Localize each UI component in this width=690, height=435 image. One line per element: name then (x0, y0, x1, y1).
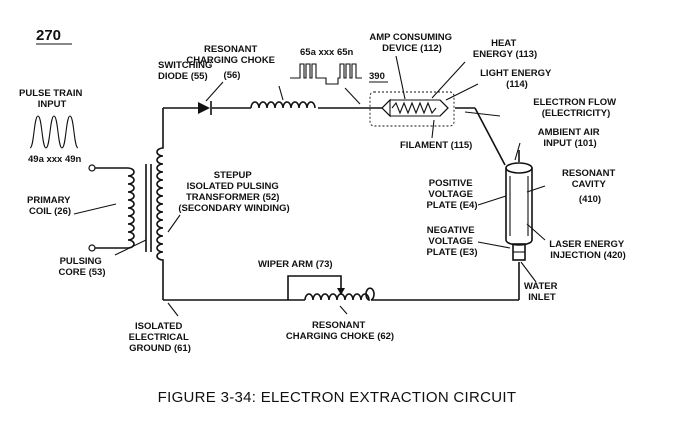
stepup-transformer-symbol (88, 140, 164, 268)
light-energy-label: LIGHT ENERGY (114) (480, 68, 554, 90)
ambient-air-label: AMBIENT AIR INPUT (101) (538, 127, 603, 149)
pulses-ref-label: 65a xxx 65n (300, 47, 354, 58)
amp-consuming-device-box (369, 91, 455, 127)
transformer-label: STEPUP ISOLATED PULSING TRANSFORMER (52)… (178, 170, 289, 214)
switching-diode-symbol (198, 101, 212, 115)
positive-plate-label: POSITIVE VOLTAGE PLATE (E4) (426, 178, 477, 211)
top-choke-coil (250, 101, 316, 109)
top-choke-label: RESONANT CHARGING CHOKE (56) (186, 44, 277, 81)
pulse-leader (344, 87, 361, 105)
resonant-cavity-cylinder (505, 150, 533, 261)
ref-390-label: 390 (369, 71, 385, 82)
filament-label: FILAMENT (115) (400, 140, 472, 151)
switching-diode-label: SWITCHING DIODE (55) (158, 60, 215, 82)
pulsing-core-label: PULSING CORE (53) (59, 256, 106, 278)
pulse-train-input-label: PULSE TRAIN INPUT (19, 88, 85, 110)
input-pulse-train (29, 115, 79, 149)
pulse-train-ref-label: 49a xxx 49n (28, 154, 82, 165)
laser-energy-label: LASER ENERGY INJECTION (420) (549, 239, 626, 261)
bottom-choke-coil (304, 287, 375, 302)
wiper-arm-symbol (287, 275, 345, 300)
leader-lines (73, 55, 546, 317)
electron-flow-label: ELECTRON FLOW (ELECTRICITY) (533, 97, 619, 119)
figure-number: 270 (36, 27, 61, 44)
lamp-bulb (381, 98, 449, 118)
amp-device-label: AMP CONSUMING DEVICE (112) (369, 32, 454, 54)
water-inlet-label: WATER INLET (524, 281, 560, 303)
bottom-choke-label: RESONANT CHARGING CHOKE (62) (286, 320, 394, 342)
heat-energy-label: HEAT ENERGY (113) (473, 38, 537, 60)
filament-zigzag (391, 101, 437, 115)
negative-plate-label: NEGATIVE VOLTAGE PLATE (E3) (426, 225, 477, 258)
figure-caption: FIGURE 3-34: ELECTRON EXTRACTION CIRCUIT (158, 389, 517, 406)
wiper-arm-label: WIPER ARM (73) (258, 259, 333, 270)
circuit-wires (162, 107, 520, 301)
primary-coil-label: PRIMARY COIL (26) (27, 195, 73, 217)
output-pulse-train (290, 63, 362, 85)
resonant-cavity-label: RESONANT CAVITY (410) (562, 168, 618, 205)
ground-label: ISOLATED ELECTRICAL GROUND (61) (129, 321, 192, 354)
